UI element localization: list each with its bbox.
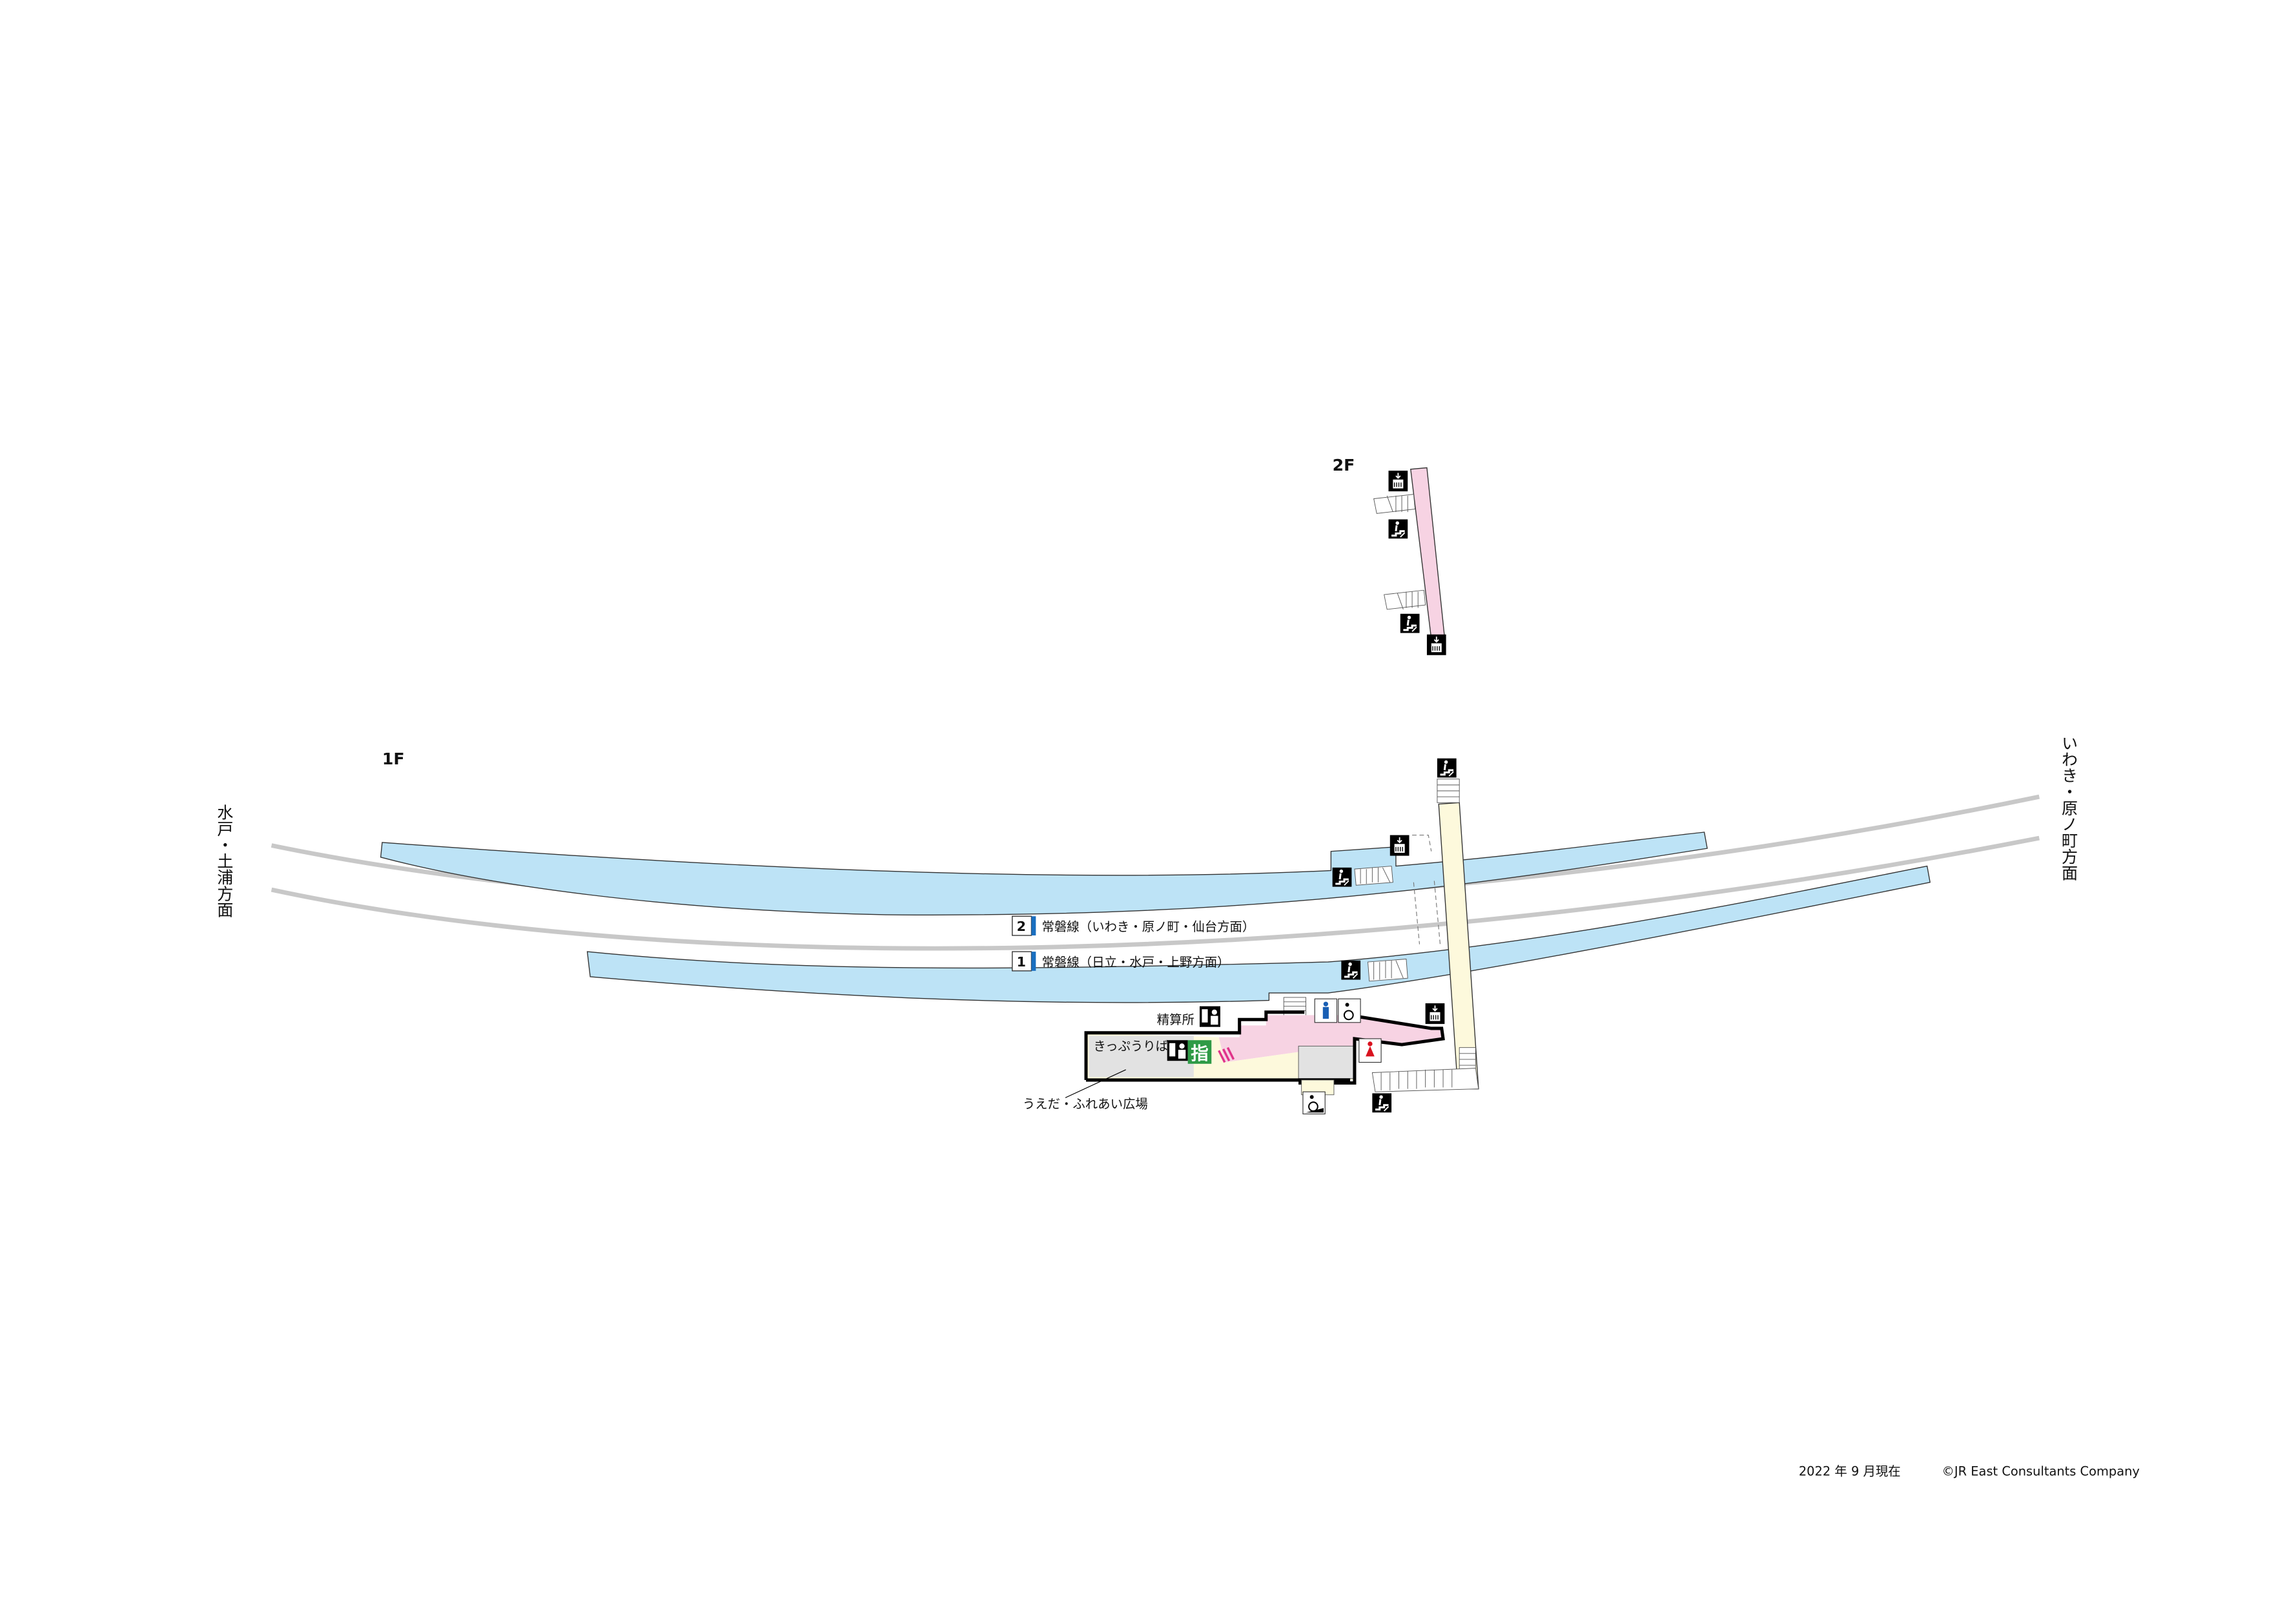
stairs-icon — [1331, 866, 1353, 888]
ticket-office-label: きっぷうりば — [1093, 1039, 1168, 1054]
stairs-icon — [1340, 959, 1362, 981]
concourse — [1218, 1015, 1444, 1063]
platform-stairs — [1283, 866, 1408, 1019]
platform-2 — [380, 832, 1708, 915]
track-lower — [271, 835, 2040, 951]
direction-west: 水戸・土浦方面 — [215, 804, 234, 918]
ticket-machine-icon — [1167, 1040, 1188, 1061]
female-toilet-icon — [1358, 1038, 1382, 1063]
2f-stairs — [1373, 494, 1426, 610]
reserved-seat-icon — [1187, 1040, 1212, 1064]
elevator-icon — [1424, 1002, 1446, 1025]
floor-label-1f: 1F — [382, 750, 405, 768]
copyright: ©JR East Consultants Company — [1942, 1464, 2140, 1478]
footbridge-stairs — [1371, 779, 1479, 1092]
stairs-icon — [1399, 613, 1420, 634]
stairs-icon — [1371, 1092, 1393, 1114]
elevator-icon — [1388, 469, 1409, 493]
plaza-label: うえだ・ふれあい広場 — [1023, 1096, 1148, 1111]
platform-2-label: 2 常磐線（いわき・原ノ町・仙台方面） — [1012, 915, 1255, 936]
direction-east: いわき・原ノ町方面 — [2060, 735, 2078, 881]
svg-text:1: 1 — [1017, 954, 1026, 970]
platform-1-label: 1 常磐線（日立・水戸・上野方面） — [1012, 951, 1230, 972]
male-toilet-icon — [1314, 998, 1338, 1023]
svg-text:2: 2 — [1017, 919, 1026, 934]
elevator-icon — [1389, 834, 1410, 857]
accessible-toilet-icon — [1338, 998, 1361, 1023]
toilet-area — [1298, 1045, 1355, 1079]
elevator-icon — [1426, 633, 1447, 656]
stairs-icon — [1388, 518, 1409, 540]
footbridge — [1438, 802, 1479, 1090]
date-note: 2022 年 9 月現在 — [1799, 1464, 1901, 1478]
stairs-icon — [1436, 757, 1458, 779]
wheelchair-ramp-icon — [1302, 1091, 1326, 1115]
platform-1 — [586, 865, 1931, 1003]
reserved-seat-mark: 指 — [1191, 1044, 1208, 1064]
2f-concourse — [1410, 467, 1446, 640]
fare-adjustment-icon — [1199, 1006, 1220, 1027]
fare-adjustment-label: 精算所 — [1157, 1012, 1194, 1027]
floor-label-2f: 2F — [1333, 456, 1355, 475]
svg-text:常磐線（いわき・原ノ町・仙台方面）: 常磐線（いわき・原ノ町・仙台方面） — [1041, 919, 1255, 934]
svg-text:常磐線（日立・水戸・上野方面）: 常磐線（日立・水戸・上野方面） — [1041, 955, 1229, 970]
